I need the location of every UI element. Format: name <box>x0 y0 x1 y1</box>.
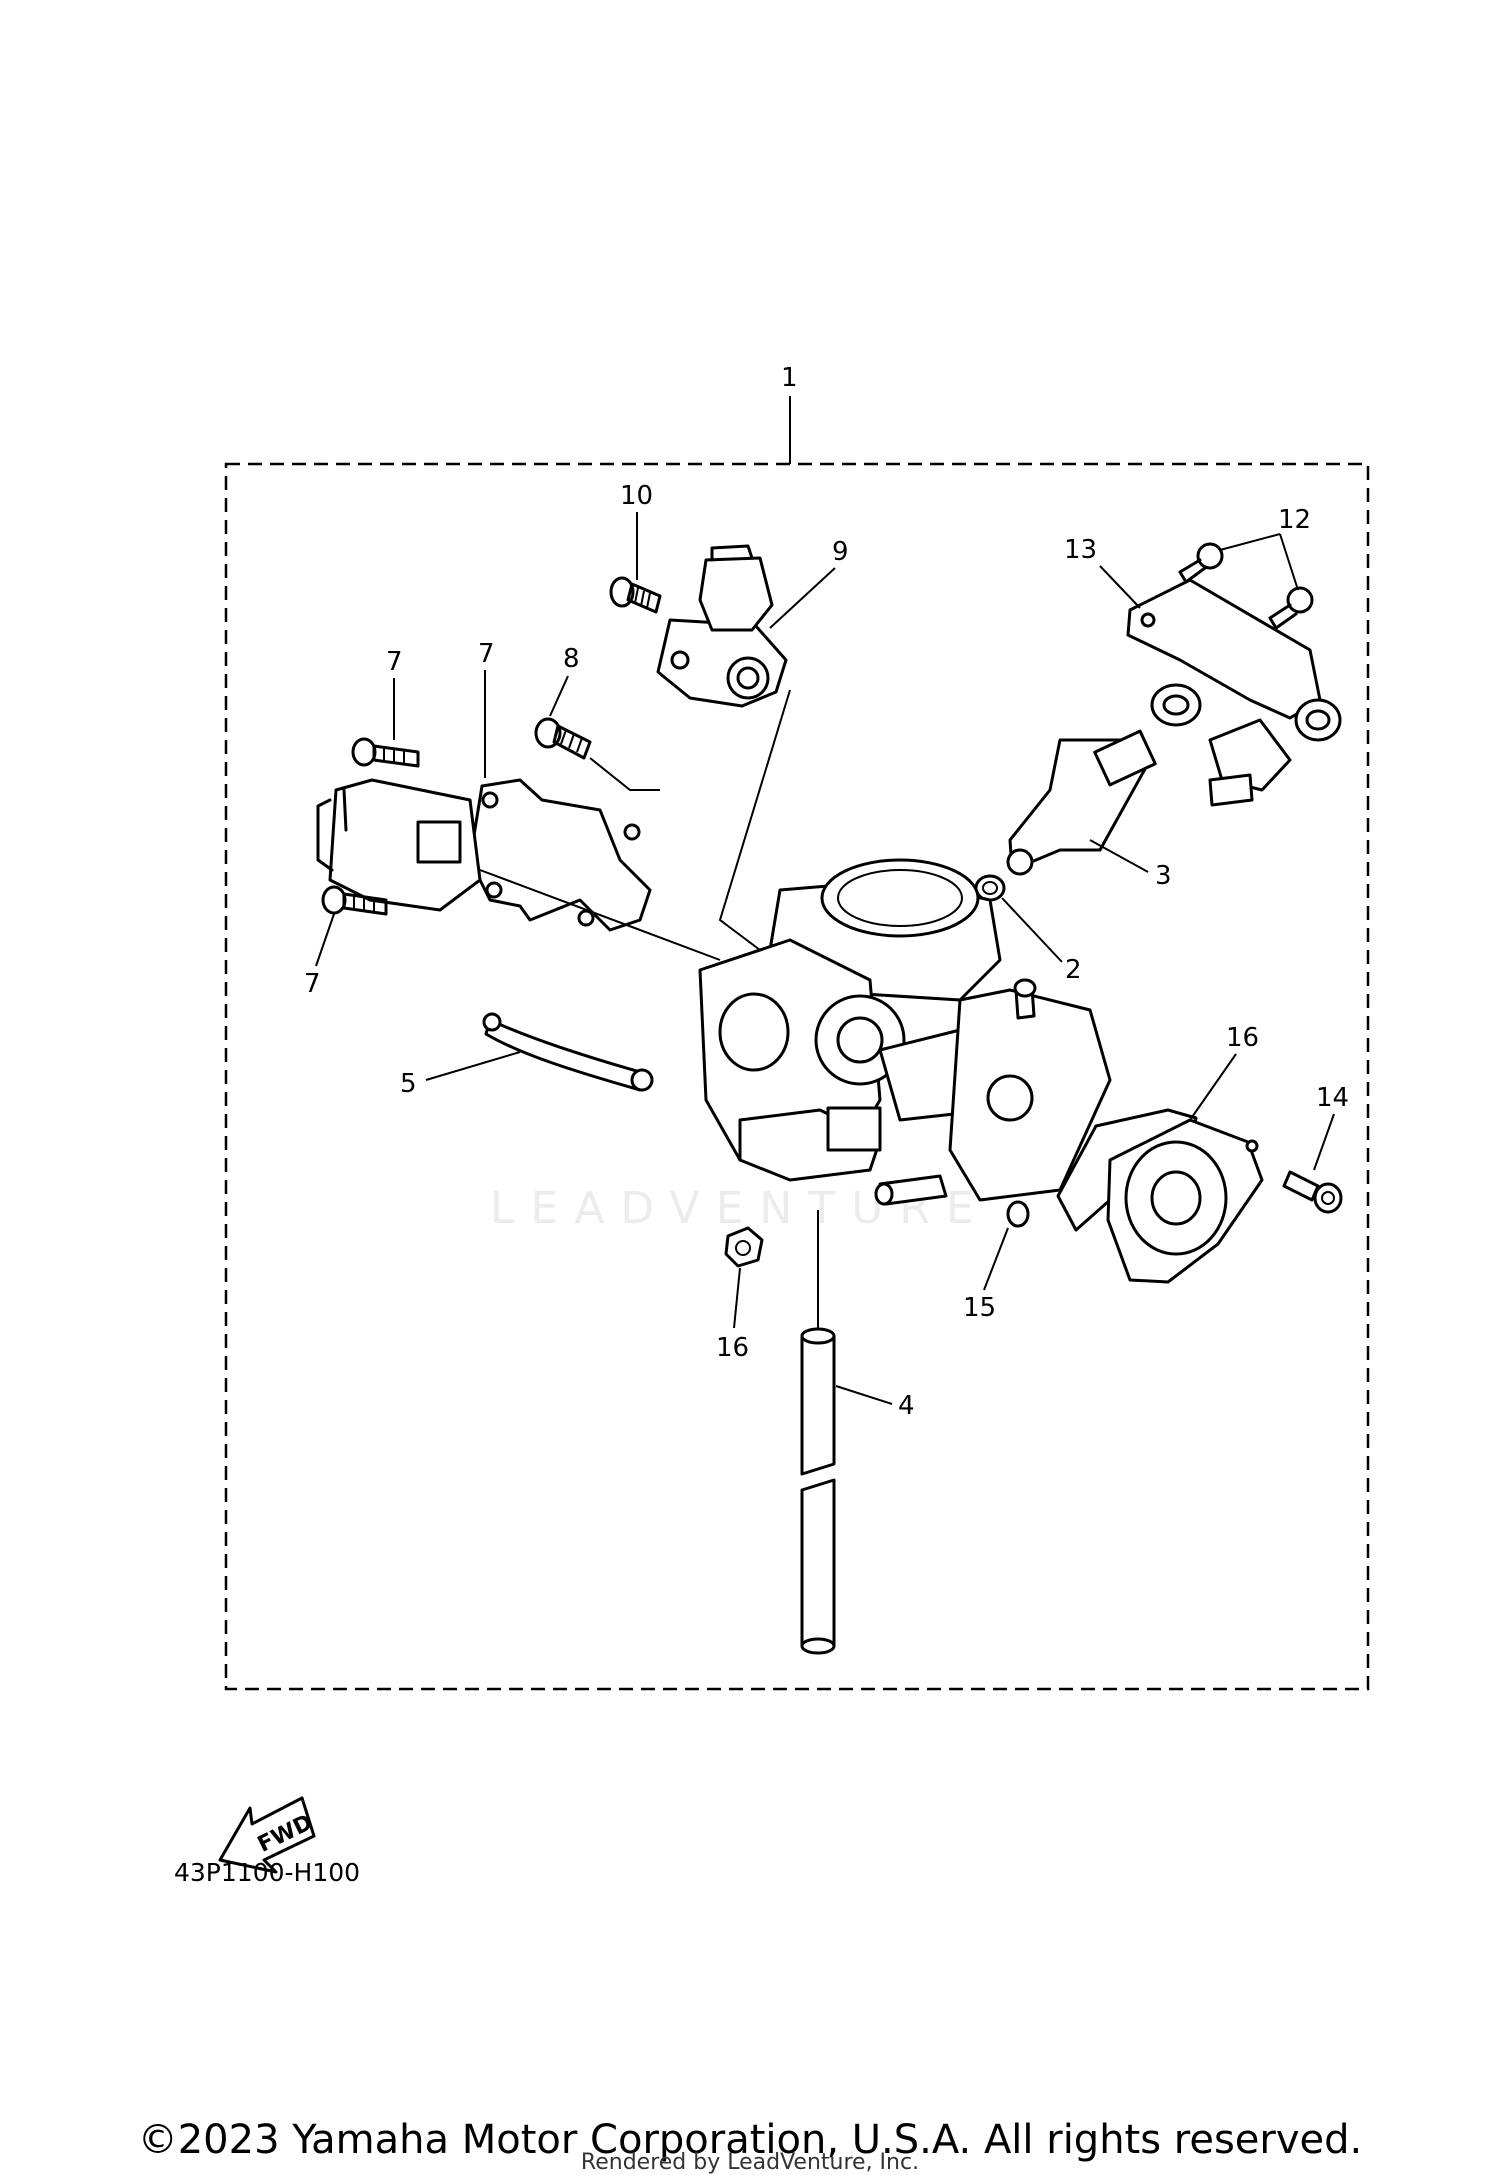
callout-5-label: 5 <box>400 1069 417 1099</box>
callout-1-label: 1 <box>781 363 798 393</box>
rendered-by: Rendered by LeadVenture, Inc. <box>580 2150 920 2175</box>
callout-16-label: 16 <box>1226 1023 1259 1053</box>
callout-2[interactable]: 2 <box>1001 897 1082 985</box>
callout-7-bottom-label: 7 <box>304 969 321 999</box>
callout-15[interactable]: 16 <box>716 1267 749 1363</box>
callout-1[interactable]: 1 <box>781 363 798 464</box>
bracket-6[interactable] <box>468 778 652 932</box>
callout-6[interactable]: 7 <box>478 639 495 778</box>
callout-3-label: 3 <box>1155 861 1172 891</box>
callout-7-bottom[interactable]: 7 <box>304 913 335 999</box>
callout-12[interactable]: 13 <box>1064 535 1141 609</box>
callout-14-label: 15 <box>963 1293 996 1323</box>
callout-10-label: 10 <box>620 481 653 511</box>
assembly-line-tps <box>718 689 791 951</box>
callout-9[interactable]: 9 <box>769 537 849 629</box>
callout-13[interactable]: 14 <box>1313 1083 1349 1171</box>
screw-8[interactable] <box>534 717 592 760</box>
callout-9-label: 9 <box>832 537 849 567</box>
nut-15[interactable] <box>724 1226 764 1268</box>
fuel-rail-12[interactable] <box>1126 578 1342 807</box>
screw-11b[interactable] <box>1268 586 1314 630</box>
screw-13[interactable] <box>1282 1170 1343 1214</box>
callout-3[interactable]: 3 <box>1089 839 1172 891</box>
throttle-body[interactable] <box>698 858 1112 1206</box>
callout-4[interactable]: 4 <box>835 1385 915 1421</box>
callout-7-top[interactable]: 7 <box>386 647 403 740</box>
callout-11-label: 12 <box>1278 505 1311 535</box>
fitting-14[interactable] <box>1006 1200 1030 1228</box>
cover-16[interactable] <box>1106 1118 1264 1284</box>
assembly-boundary <box>224 462 1370 1691</box>
callout-15-label: 16 <box>716 1333 749 1363</box>
copyright: ©2023 Yamaha Motor Corporation, U.S.A. A… <box>137 2117 1363 2163</box>
callout-12-label: 13 <box>1064 535 1097 565</box>
assembly-line-bracket <box>589 757 660 791</box>
callout-16[interactable]: 16 <box>1189 1023 1259 1121</box>
callout-4-label: 4 <box>898 1391 915 1421</box>
screw-10[interactable] <box>609 576 662 614</box>
diagram-code: 43P1100-H100 <box>174 1858 361 1887</box>
callout-14[interactable]: 15 <box>963 1227 1009 1323</box>
assembly-line-sensor <box>479 869 721 961</box>
callout-8[interactable]: 8 <box>549 644 580 717</box>
screw-11a[interactable] <box>1178 542 1224 584</box>
screw-7a[interactable] <box>351 737 420 768</box>
fuel-injector-3[interactable] <box>1006 729 1157 876</box>
throttle-position-sensor-9[interactable] <box>656 544 788 708</box>
callout-10[interactable]: 10 <box>620 481 653 580</box>
screw-7b[interactable] <box>321 885 388 916</box>
callout-11[interactable]: 12 <box>1219 505 1311 591</box>
tube-4[interactable] <box>800 1210 836 1655</box>
callout-8-label: 8 <box>563 644 580 674</box>
sensor-7[interactable] <box>316 778 482 912</box>
callout-2-label: 2 <box>1065 955 1082 985</box>
callout-5[interactable]: 5 <box>400 1051 521 1099</box>
hose-5[interactable] <box>482 1012 654 1092</box>
callout-7-top-label: 7 <box>386 647 403 677</box>
callout-13-label: 14 <box>1316 1083 1349 1113</box>
callout-6-label: 7 <box>478 639 495 669</box>
